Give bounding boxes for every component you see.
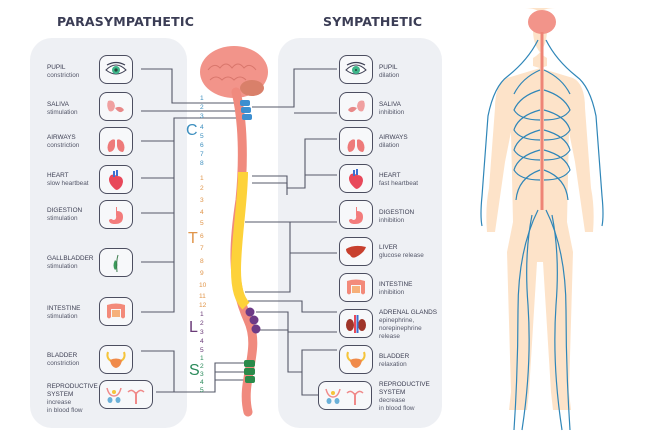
reproductive-system-icon [99, 380, 153, 409]
vertebra-t12: 12 [199, 302, 207, 309]
vertebra-t1: 1 [200, 175, 204, 182]
region-letter-t: T [188, 230, 198, 247]
vertebra-t9: 9 [200, 270, 204, 277]
vertebra-c7: 7 [200, 151, 204, 158]
stomach-icon [99, 200, 133, 229]
liver-icon [339, 237, 373, 266]
region-letter-l: L [189, 319, 198, 336]
vertebra-c8: 8 [200, 160, 204, 167]
vertebra-c6: 6 [200, 142, 204, 149]
vertebra-l4: 4 [200, 338, 204, 345]
cervical-vertebrae [240, 100, 252, 120]
vertebra-l3: 3 [200, 329, 204, 336]
bladder-icon [339, 345, 373, 374]
human-body-illustration [480, 8, 604, 431]
vertebra-c3: 3 [200, 113, 204, 120]
bladder-icon [99, 345, 133, 374]
parasympathetic-heading: PARASYMPATHETIC [57, 14, 195, 29]
gallbladder-icon [99, 248, 133, 277]
intestine-icon [99, 297, 133, 326]
salivary-gland-icon [99, 92, 133, 121]
lungs-icon [99, 127, 133, 156]
vertebra-s4: 4 [200, 379, 204, 386]
vertebra-c1: 1 [200, 95, 204, 102]
vertebra-t11: 11 [199, 293, 206, 300]
vertebra-s2: 2 [200, 363, 204, 370]
vertebra-t3: 3 [200, 197, 204, 204]
brain-illustration [200, 46, 268, 98]
stomach-icon [339, 200, 373, 229]
heart-icon [339, 164, 373, 193]
vertebra-l1: 1 [200, 311, 204, 318]
spinal-cord [230, 87, 258, 417]
vertebra-t5: 5 [200, 220, 204, 227]
vertebra-c2: 2 [200, 104, 204, 111]
adrenal-glands-icon [339, 309, 373, 338]
reproductive-system-icon [318, 381, 372, 410]
vertebra-l2: 2 [200, 320, 204, 327]
eye-icon [339, 55, 373, 84]
sympathetic-heading: SYMPATHETIC [323, 14, 423, 29]
region-letter-c: C [186, 122, 198, 139]
lumbar-vertebrae [245, 307, 261, 334]
vertebra-t8: 8 [200, 258, 204, 265]
sacral-vertebrae [244, 360, 255, 383]
intestine-icon [339, 273, 373, 302]
lungs-icon [339, 127, 373, 156]
vertebra-s1: 1 [200, 355, 204, 362]
vertebra-t4: 4 [200, 209, 204, 216]
vertebra-c4: 4 [200, 124, 204, 131]
vertebra-t6: 6 [200, 233, 204, 240]
vertebra-t2: 2 [200, 185, 204, 192]
vertebra-s3: 3 [200, 371, 204, 378]
vertebra-c5: 5 [200, 133, 204, 140]
region-letter-s: S [189, 362, 200, 379]
vertebra-t10: 10 [199, 282, 207, 289]
vertebra-t7: 7 [200, 245, 204, 252]
salivary-gland-icon [339, 92, 373, 121]
vertebra-s5: 5 [200, 387, 204, 394]
heart-icon [99, 165, 133, 194]
eye-icon [99, 55, 133, 84]
vertebra-l5: 5 [200, 347, 204, 354]
thoracic-vertebrae [230, 171, 250, 310]
